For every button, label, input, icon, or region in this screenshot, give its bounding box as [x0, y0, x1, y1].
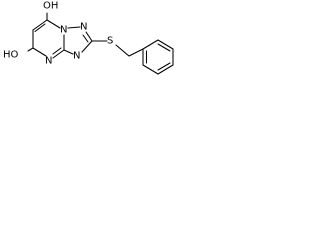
bond-ph-1-2	[142, 39, 159, 50]
bond-c7-c6-inner	[34, 23, 46, 33]
atom-label-sulfur: S	[107, 36, 113, 47]
chemical-structure-diagram: OH HO N N N N S	[3, 1, 174, 75]
bond-c5-ho	[27, 47, 34, 52]
bond-n1-c2-inner	[82, 34, 89, 43]
atom-label-ho-left: HO	[3, 50, 19, 61]
bond-c7-c6	[32, 19, 48, 31]
bond-ph-4-5	[157, 64, 174, 75]
bond-s-ch2	[115, 44, 130, 57]
bond-n4-c3a	[52, 49, 65, 59]
bond-ph-4-5-inner	[157, 62, 171, 71]
bond-ph-2-3-inner	[157, 43, 171, 52]
bond-n8-n1	[67, 26, 81, 29]
bond-ph-5-6	[142, 64, 159, 75]
bond-n1-c2	[85, 31, 93, 42]
atom-label-n-bridgehead: N	[60, 25, 67, 36]
bond-ch2-phenyl	[128, 48, 144, 57]
bond-c5-n4	[32, 47, 47, 57]
bond-layer	[27, 12, 174, 75]
bond-n8-c7	[46, 19, 61, 29]
bond-ph-2-3	[157, 39, 174, 50]
atom-label-oh-top: OH	[43, 1, 58, 12]
atom-label-n-pyrimidine: N	[45, 56, 52, 67]
atom-label-n-triazole-lower: N	[73, 51, 80, 62]
bond-n3-c3a	[63, 49, 74, 55]
bond-c2-n3	[81, 40, 93, 53]
bond-n4-c3a-inner	[52, 47, 62, 55]
atom-label-n-triazole-upper: N	[80, 22, 87, 33]
label-layer: OH HO N N N N S	[3, 1, 113, 67]
